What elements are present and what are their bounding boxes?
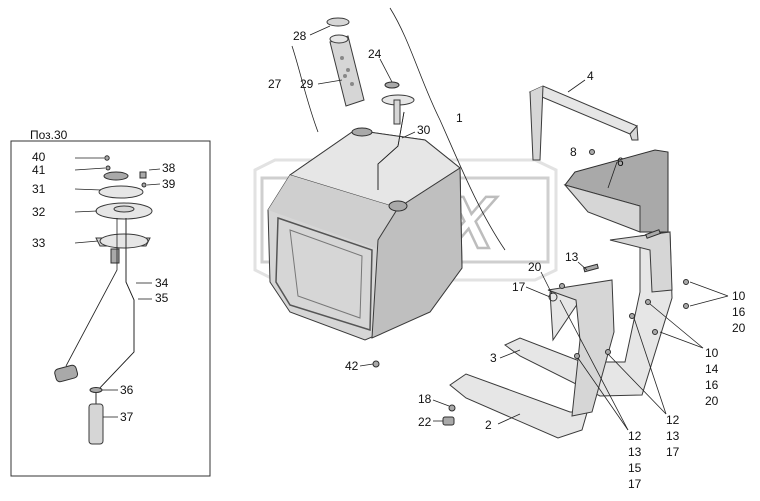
label-group1-10: 10 <box>732 289 746 303</box>
label-group1-20: 20 <box>732 321 746 335</box>
label-18: 18 <box>418 392 432 406</box>
label-42: 42 <box>345 359 359 373</box>
tank-port <box>351 127 373 137</box>
label-35: 35 <box>155 291 169 305</box>
part-36-clamp <box>89 387 103 393</box>
part-40-screw <box>104 155 110 161</box>
label-2: 2 <box>485 418 492 432</box>
label-3: 3 <box>490 351 497 365</box>
label-24: 24 <box>368 47 382 61</box>
part-8-bolt <box>589 149 595 155</box>
label-group4-13: 13 <box>628 445 642 459</box>
part-6-pad <box>563 149 669 233</box>
part-18-nut <box>448 404 456 412</box>
part-24-sender <box>381 81 415 125</box>
label-group2-16: 16 <box>705 378 719 392</box>
label-20: 20 <box>528 260 542 274</box>
label-33: 33 <box>32 236 46 250</box>
label-group2-10: 10 <box>705 346 719 360</box>
label-36: 36 <box>120 383 134 397</box>
part-22-cap <box>442 416 455 426</box>
label-28: 28 <box>293 29 307 43</box>
label-group3-17: 17 <box>666 445 680 459</box>
label-1: 1 <box>456 111 463 125</box>
part-39-nut <box>141 182 147 188</box>
part-41-washer <box>105 165 111 171</box>
label-group4-17: 17 <box>628 477 642 491</box>
label-group2-20: 20 <box>705 394 719 408</box>
part-31-gasket <box>98 185 144 199</box>
tank-front-panel <box>275 216 373 332</box>
label-4: 4 <box>587 69 594 83</box>
part-42-plug <box>372 360 380 368</box>
fuel-tank <box>267 111 463 341</box>
label-8: 8 <box>570 145 577 159</box>
label-17: 17 <box>512 280 526 294</box>
label-37: 37 <box>120 410 134 424</box>
label-27: 27 <box>268 77 282 91</box>
part-28-cap <box>326 17 350 27</box>
label-29: 29 <box>300 77 314 91</box>
tank-filler-neck <box>388 200 408 212</box>
inset-labels: 40 41 31 32 33 38 39 34 35 36 37 <box>32 150 176 424</box>
part-27-line <box>291 45 319 133</box>
part-31-top-ring <box>103 171 129 181</box>
inset-title: Поз.30 <box>30 128 68 142</box>
inset-frame <box>10 140 211 477</box>
part-38-bolt <box>139 171 147 179</box>
label-group2-14: 14 <box>705 362 719 376</box>
label-group3-12: 12 <box>666 413 680 427</box>
label-group4-15: 15 <box>628 461 642 475</box>
label-31: 31 <box>32 182 46 196</box>
label-41: 41 <box>32 163 46 177</box>
part-29-strainer <box>329 34 365 107</box>
label-32: 32 <box>32 205 46 219</box>
label-group4-12: 12 <box>628 429 642 443</box>
label-group1-16: 16 <box>732 305 746 319</box>
part-1-hose <box>389 7 506 251</box>
sensor-block <box>110 248 120 264</box>
label-40: 40 <box>32 150 46 164</box>
label-34: 34 <box>155 276 169 290</box>
label-22: 22 <box>418 415 432 429</box>
part-4-strap <box>528 85 639 161</box>
label-30: 30 <box>417 123 431 137</box>
label-13: 13 <box>565 250 579 264</box>
label-6: 6 <box>617 155 624 169</box>
inset-parts <box>54 155 153 445</box>
label-group3-13: 13 <box>666 429 680 443</box>
label-38: 38 <box>162 161 176 175</box>
label-39: 39 <box>162 177 176 191</box>
main-labels: 28 29 27 24 30 1 4 8 6 13 20 17 3 2 18 2… <box>268 25 746 491</box>
part-float <box>54 364 79 383</box>
part-2-bracket <box>449 279 615 439</box>
part-37-filter <box>88 403 104 445</box>
